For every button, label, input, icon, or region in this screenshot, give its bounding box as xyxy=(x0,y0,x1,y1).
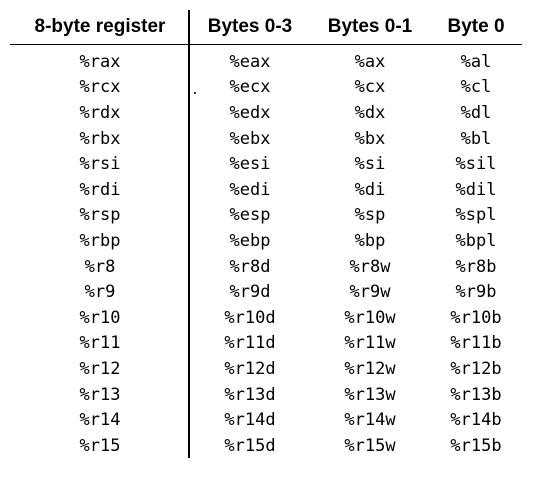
table-row: %r11 %r11d %r11w %r11b xyxy=(10,331,522,357)
cell-bytes-0-3: %r9d xyxy=(229,282,271,303)
cell-byte-0: %sil xyxy=(455,154,497,175)
cell-byte-0: %r11b xyxy=(450,333,502,354)
cell-bytes-0-1: %di xyxy=(354,179,386,200)
cell-8-byte: %rax xyxy=(79,51,121,72)
cell-bytes-0-1: %r15w xyxy=(344,435,396,456)
cell-8-byte: %r14 xyxy=(79,410,121,431)
cell-8-byte: %r8 xyxy=(84,256,116,277)
cell-8-byte: %r12 xyxy=(79,358,121,379)
cell-byte-0: %r15b xyxy=(450,435,502,456)
cell-bytes-0-3: %eax xyxy=(229,51,271,72)
cell-byte-0: %cl xyxy=(460,77,492,98)
cell-8-byte: %r11 xyxy=(79,333,121,354)
cell-byte-0: %bl xyxy=(460,128,492,149)
cell-byte-0: %dil xyxy=(455,179,497,200)
table-row: %r10 %r10d %r10w %r10b xyxy=(10,305,522,331)
cell-8-byte: %r13 xyxy=(79,384,121,405)
cell-bytes-0-1: %r14w xyxy=(344,410,396,431)
table-row: %rbx %ebx %bx %bl xyxy=(10,126,522,152)
cell-bytes-0-3: %edx xyxy=(229,102,271,123)
stray-dot-mark xyxy=(194,92,196,94)
cell-bytes-0-3: %esi xyxy=(229,154,271,175)
cell-bytes-0-1: %r9w xyxy=(349,282,391,303)
cell-bytes-0-1: %bp xyxy=(354,230,386,251)
table-row: %r15 %r15d %r15w %r15b xyxy=(10,433,522,459)
table-row: %rdi %edi %di %dil xyxy=(10,177,522,203)
cell-bytes-0-1: %cx xyxy=(354,77,386,98)
table-row: %rsp %esp %sp %spl xyxy=(10,203,522,229)
cell-bytes-0-1: %r10w xyxy=(344,307,396,328)
cell-bytes-0-3: %r12d xyxy=(224,358,276,379)
cell-bytes-0-3: %r14d xyxy=(224,410,276,431)
table-row: %rax %eax %ax %al xyxy=(10,49,522,75)
cell-bytes-0-1: %r12w xyxy=(344,358,396,379)
table-row: %r9 %r9d %r9w %r9b xyxy=(10,279,522,305)
cell-8-byte: %r15 xyxy=(79,435,121,456)
cell-byte-0: %al xyxy=(460,51,492,72)
cell-8-byte: %rdi xyxy=(79,179,121,200)
cell-bytes-0-3: %r8d xyxy=(229,256,271,277)
cell-bytes-0-1: %r11w xyxy=(344,333,396,354)
register-table: 8-byte register Bytes 0-3 Bytes 0-1 Byte… xyxy=(10,10,522,459)
cell-bytes-0-3: %r11d xyxy=(224,333,276,354)
cell-8-byte: %r10 xyxy=(79,307,121,328)
cell-bytes-0-1: %r13w xyxy=(344,384,396,405)
cell-byte-0: %dl xyxy=(460,102,492,123)
cell-byte-0: %r14b xyxy=(450,410,502,431)
cell-bytes-0-3: %r15d xyxy=(224,435,276,456)
cell-8-byte: %r9 xyxy=(84,282,116,303)
cell-bytes-0-3: %r13d xyxy=(224,384,276,405)
header-bytes-0-1: Bytes 0-1 xyxy=(327,16,413,37)
cell-bytes-0-1: %dx xyxy=(354,102,386,123)
cell-byte-0: %r13b xyxy=(450,384,502,405)
table-row: %rdx %edx %dx %dl xyxy=(10,100,522,126)
table-row: %rsi %esi %si %sil xyxy=(10,151,522,177)
cell-bytes-0-1: %bx xyxy=(354,128,386,149)
table-row: %rcx %ecx %cx %cl xyxy=(10,75,522,101)
table-row: %r12 %r12d %r12w %r12b xyxy=(10,356,522,382)
cell-8-byte: %rsi xyxy=(79,154,121,175)
table-row: %r13 %r13d %r13w %r13b xyxy=(10,382,522,408)
cell-8-byte: %rbp xyxy=(79,230,121,251)
cell-bytes-0-3: %esp xyxy=(229,205,271,226)
cell-bytes-0-3: %r10d xyxy=(224,307,276,328)
cell-byte-0: %r8b xyxy=(455,256,497,277)
cell-bytes-0-3: %ecx xyxy=(229,77,271,98)
column-divider xyxy=(188,10,190,458)
cell-bytes-0-1: %si xyxy=(354,154,386,175)
cell-byte-0: %bpl xyxy=(455,230,497,251)
header-byte-0: Byte 0 xyxy=(447,16,505,37)
table-row: %r14 %r14d %r14w %r14b xyxy=(10,407,522,433)
table-header-row: 8-byte register Bytes 0-3 Bytes 0-1 Byte… xyxy=(10,10,522,45)
cell-byte-0: %r9b xyxy=(455,282,497,303)
cell-8-byte: %rdx xyxy=(79,102,121,123)
table-row: %r8 %r8d %r8w %r8b xyxy=(10,254,522,280)
cell-byte-0: %spl xyxy=(455,205,497,226)
header-8-byte-register: 8-byte register xyxy=(34,16,166,37)
table-body: %rax %eax %ax %al %rcx %ecx %cx %cl %rdx %edx %dx%… xyxy=(10,45,522,459)
cell-8-byte: %rbx xyxy=(79,128,121,149)
cell-8-byte: %rsp xyxy=(79,205,121,226)
cell-byte-0: %r10b xyxy=(450,307,502,328)
header-bytes-0-3: Bytes 0-3 xyxy=(207,16,293,37)
cell-bytes-0-1: %sp xyxy=(354,205,386,226)
cell-bytes-0-3: %edi xyxy=(229,179,271,200)
cell-byte-0: %r12b xyxy=(450,358,502,379)
cell-bytes-0-3: %ebx xyxy=(229,128,271,149)
cell-bytes-0-1: %ax xyxy=(354,51,386,72)
table-row: %rbp %ebp %bp %bpl xyxy=(10,228,522,254)
cell-bytes-0-1: %r8w xyxy=(349,256,391,277)
cell-8-byte: %rcx xyxy=(79,77,121,98)
cell-bytes-0-3: %ebp xyxy=(229,230,271,251)
